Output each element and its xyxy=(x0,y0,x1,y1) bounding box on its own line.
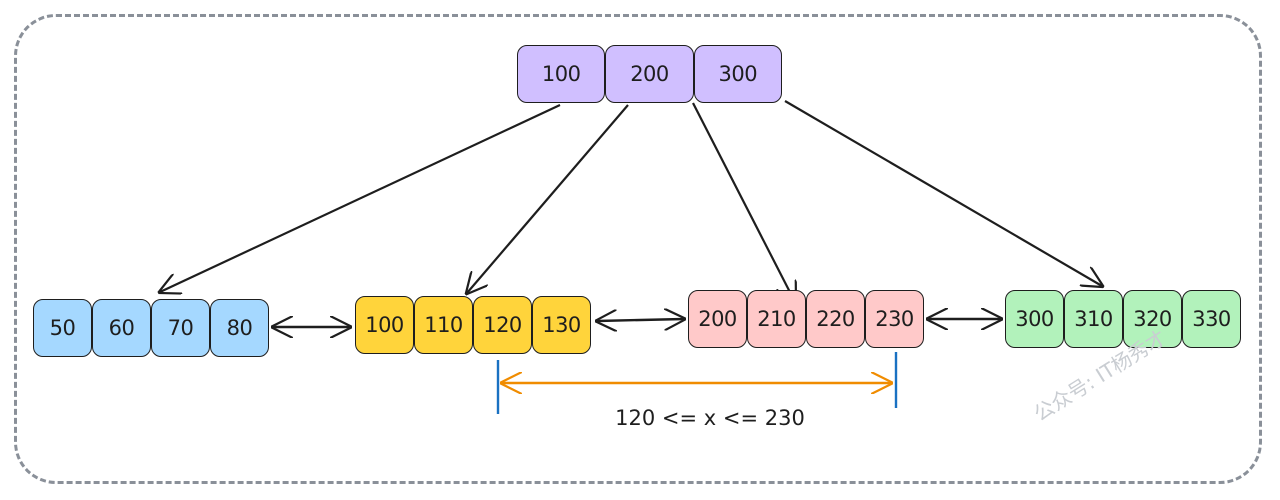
root-key: 100 xyxy=(517,45,606,103)
root-node: 100 200 300 xyxy=(517,45,782,103)
leaf-key: 310 xyxy=(1064,290,1123,348)
dashed-frame xyxy=(14,14,1262,484)
pointer-arrow-to-leaf-4 xyxy=(784,100,1102,286)
leaf-node-1: 50 60 70 80 xyxy=(33,299,269,357)
leaf-node-4: 300 310 320 330 xyxy=(1005,290,1241,348)
leaf-key: 100 xyxy=(355,296,414,354)
pointer-arrow-to-leaf-3 xyxy=(692,102,795,302)
leaf-key: 300 xyxy=(1005,290,1064,348)
leaf-key: 50 xyxy=(33,299,92,357)
root-key: 300 xyxy=(693,45,782,103)
root-key: 200 xyxy=(605,45,694,103)
pointer-arrow-to-leaf-2 xyxy=(467,104,629,293)
leaf-key: 220 xyxy=(806,290,865,348)
range-label: 120 <= x <= 230 xyxy=(615,406,805,430)
leaf-node-3: 200 210 220 230 xyxy=(688,290,924,348)
leaf-key: 230 xyxy=(865,290,924,348)
leaf-key: 70 xyxy=(151,299,210,357)
leaf-key: 200 xyxy=(688,290,747,348)
leaf-node-2: 100 110 120 130 xyxy=(355,296,591,354)
leaf-key: 60 xyxy=(92,299,151,357)
pointer-arrow-to-leaf-1 xyxy=(160,104,561,292)
leaf-key: 130 xyxy=(532,296,591,354)
leaf-key: 210 xyxy=(747,290,806,348)
sibling-link-2-3 xyxy=(597,319,684,321)
leaf-key: 110 xyxy=(414,296,473,354)
leaf-key: 320 xyxy=(1123,290,1182,348)
leaf-key: 330 xyxy=(1182,290,1241,348)
leaf-key: 120 xyxy=(473,296,532,354)
leaf-key: 80 xyxy=(210,299,269,357)
